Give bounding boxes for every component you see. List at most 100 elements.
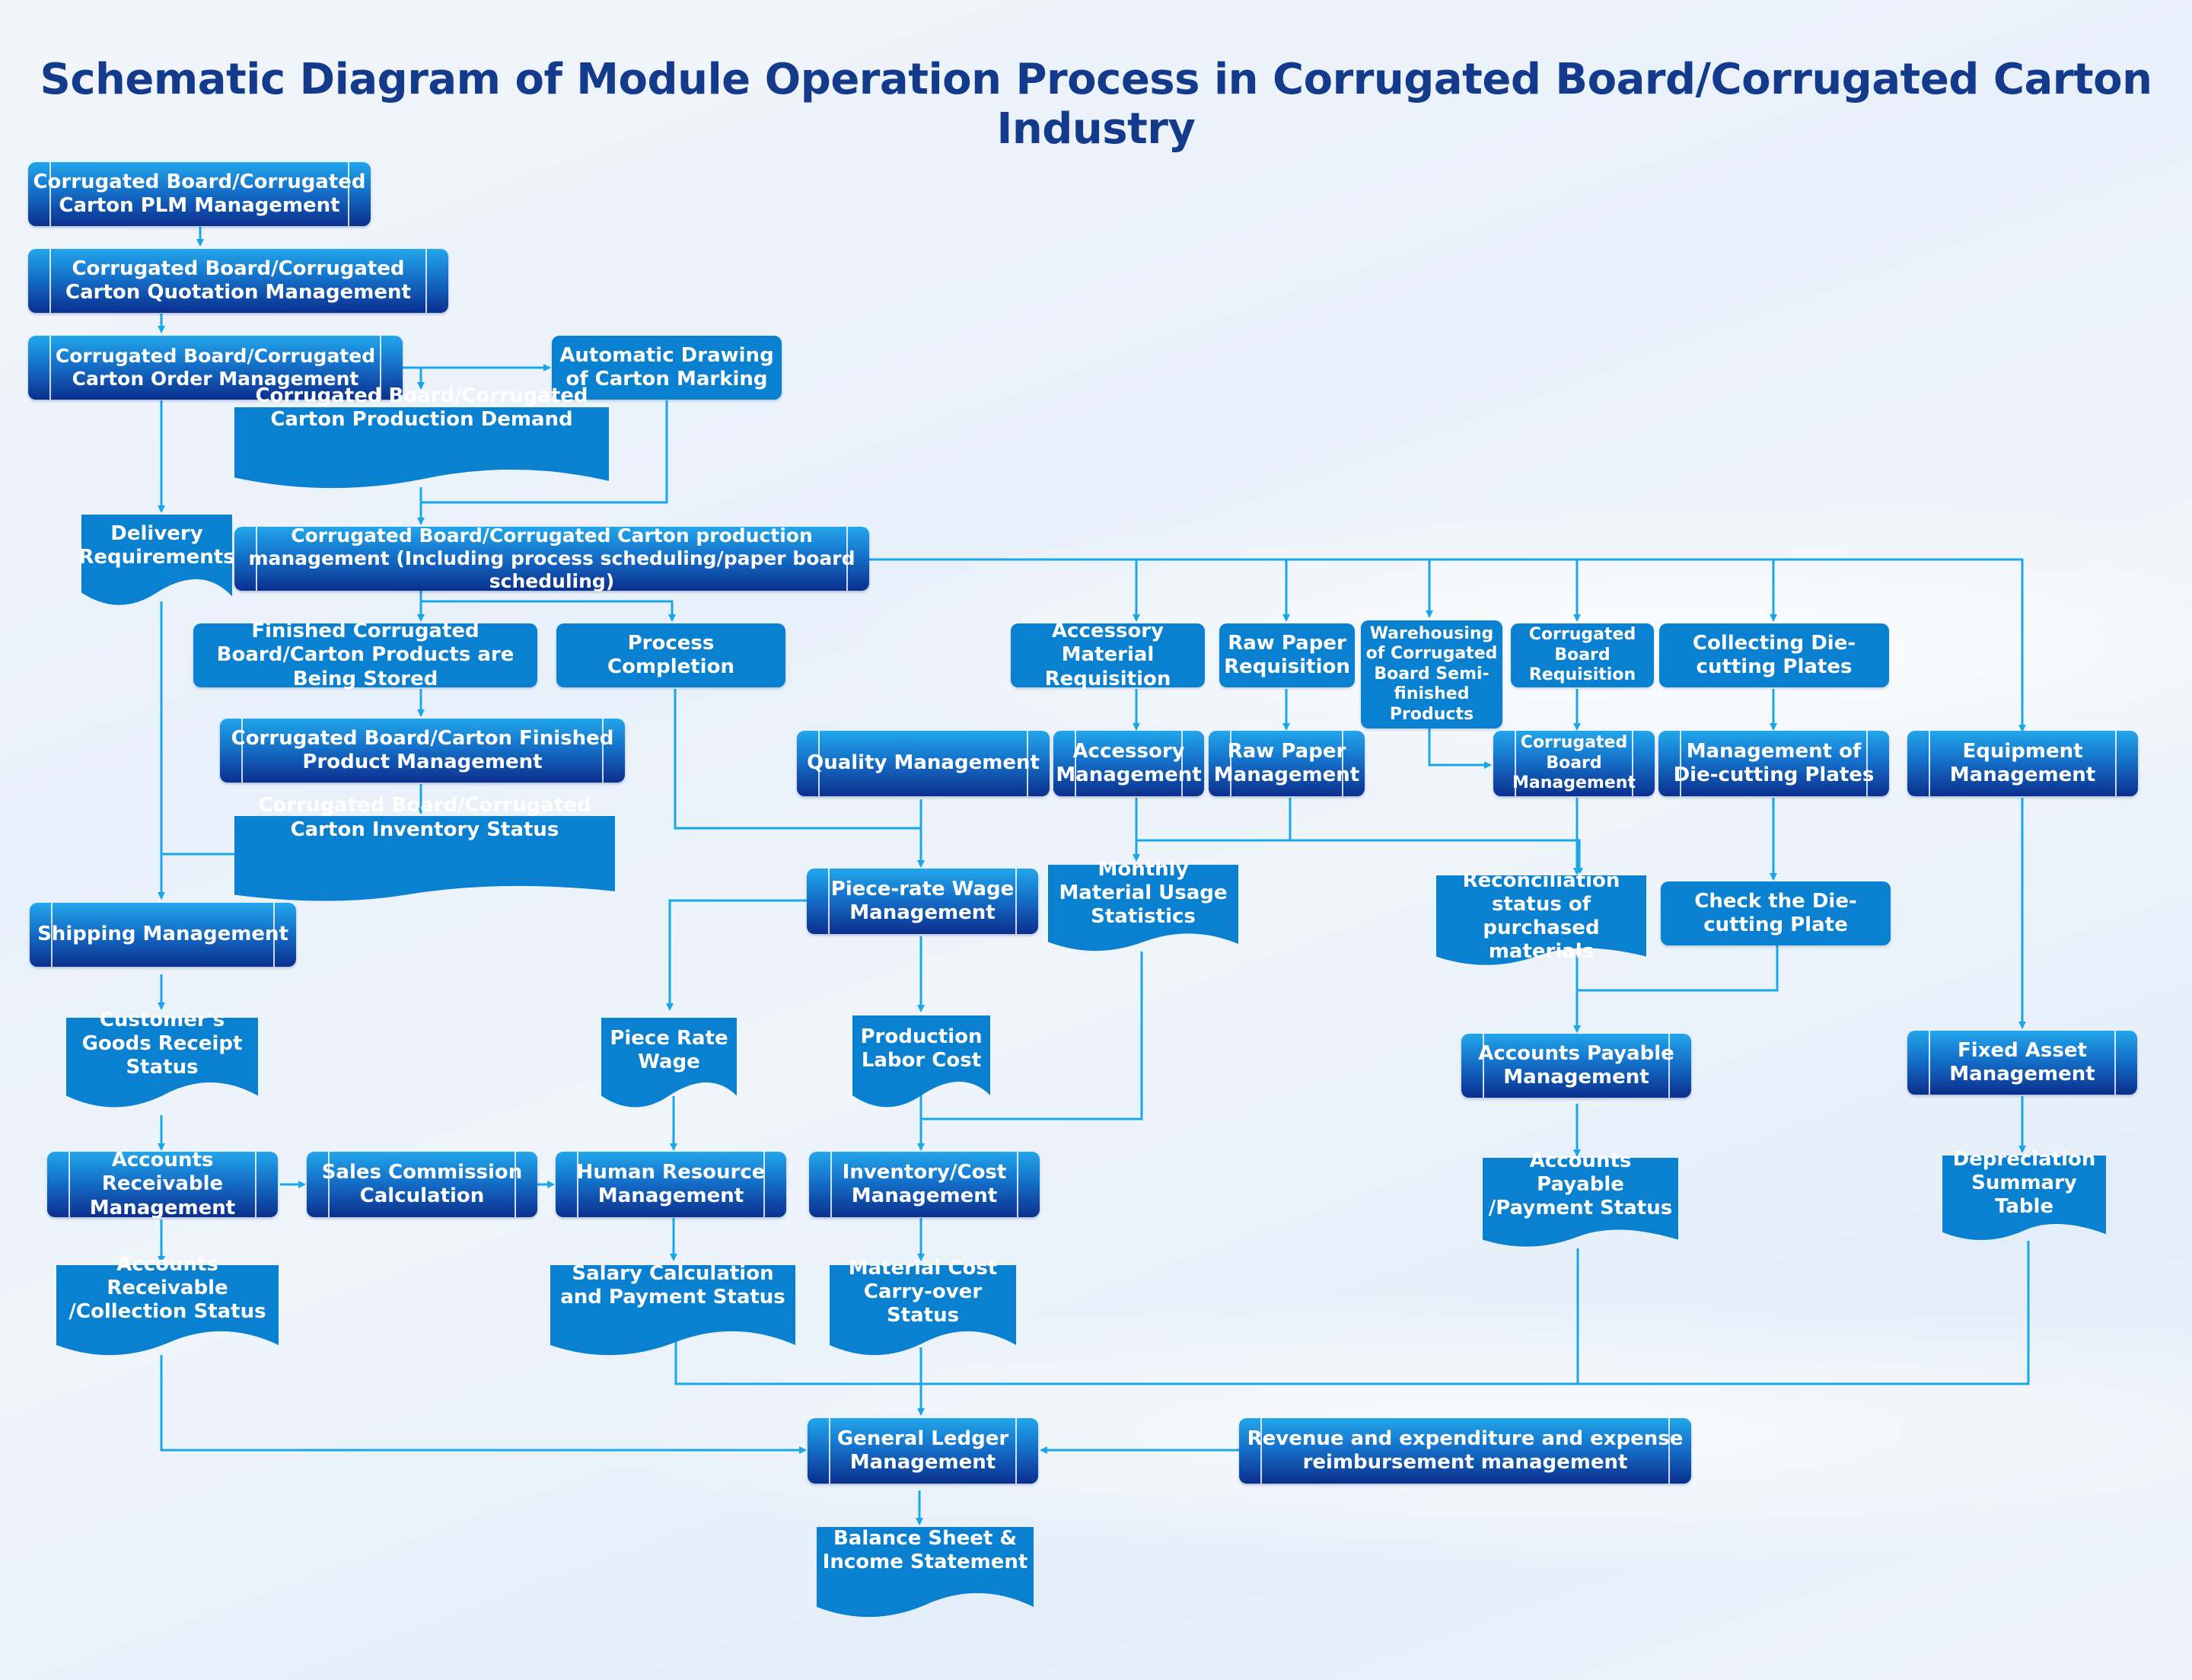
node-label: Corrugated Board/Corrugated Carton Order… [55, 345, 376, 390]
node-label: Corrugated Board Management [1512, 733, 1636, 793]
link-production-bus [869, 558, 2026, 732]
node-label: Sales Commission Calculation [321, 1160, 523, 1207]
node-label: Accounts Receivable Management [89, 1149, 236, 1219]
node-label: Reconciliation status of purchased mater… [1462, 869, 1620, 964]
document-shape [81, 515, 232, 605]
document-shape [56, 1265, 279, 1356]
node-carton-marking[interactable]: Automatic Drawing of Carton Marking [552, 336, 782, 400]
node-label: Monthly Material Usage Statistics [1059, 857, 1228, 929]
link-arstatus-ledger [160, 1355, 807, 1454]
node-delivery-requirements[interactable]: Delivery Requirements [78, 515, 235, 610]
node-label: Check the Die-cutting Plate [1694, 889, 1857, 936]
node-ap-payment-status[interactable]: Accounts Payable /Payment Status [1483, 1149, 1678, 1255]
node-equipment-management[interactable]: Equipment Management [1907, 731, 2138, 796]
node-order-management[interactable]: Corrugated Board/Corrugated Carton Order… [28, 336, 403, 400]
node-label: Inventory/Cost Management [842, 1160, 1007, 1207]
node-monthly-usage[interactable]: Monthly Material Usage Statistics [1048, 858, 1238, 964]
node-customer-receipt-status[interactable]: Customer's Goods Receipt Status [66, 1009, 258, 1113]
node-general-ledger[interactable]: General Ledger Management [808, 1418, 1038, 1484]
link-check-ap [1577, 944, 1779, 992]
node-label: Accounts Receivable /Collection Status [68, 1252, 266, 1323]
node-accessory-requisition[interactable]: Accessory Material Requisition [1011, 620, 1205, 690]
node-label: Customer's Goods Receipt Status [81, 1009, 243, 1079]
link-marking-demand [421, 400, 668, 504]
node-ar-collection-status[interactable]: Accounts Receivable /Collection Status [56, 1253, 279, 1360]
node-label: Fixed Asset Management [1949, 1038, 2095, 1085]
node-label: Accounts Payable Management [1478, 1041, 1674, 1089]
document-shape [852, 1015, 990, 1108]
diagram-title: Schematic Diagram of Module Operation Pr… [40, 55, 2152, 154]
node-raw-paper-management[interactable]: Raw Paper Management [1209, 731, 1365, 796]
node-balance-sheet[interactable]: Balance Sheet & Income Statement [817, 1527, 1034, 1622]
node-label: Collecting Die-cutting Plates [1692, 631, 1856, 678]
node-fixed-asset-management[interactable]: Fixed Asset Management [1907, 1031, 2137, 1095]
node-sales-commission[interactable]: Sales Commission Calculation [307, 1152, 537, 1217]
node-raw-paper-requisition[interactable]: Raw Paper Requisition [1219, 623, 1355, 687]
node-finished-product-management[interactable]: Corrugated Board/Carton Finished Product… [220, 719, 625, 783]
node-label: Process Completion [607, 631, 734, 678]
node-piece-rate-wage[interactable]: Piece Rate Wage [601, 1018, 737, 1113]
node-label: Raw Paper Requisition [1224, 631, 1350, 678]
node-quality-management[interactable]: Quality Management [797, 731, 1050, 796]
node-plm-management[interactable]: Corrugated Board/Corrugated Carton PLM M… [28, 162, 371, 226]
node-production-labor-cost[interactable]: Production Labor Cost [852, 1015, 990, 1113]
node-label: Accessory Material Requisition [1044, 620, 1171, 690]
node-check-die-plate[interactable]: Check the Die-cutting Plate [1661, 881, 1891, 945]
node-label: Corrugated Board/Corrugated Carton PLM M… [33, 170, 366, 217]
node-label: Delivery Requirements [78, 521, 235, 569]
node-label: Production Labor Cost [860, 1025, 983, 1073]
node-label: Management of Die-cutting Plates [1673, 739, 1875, 786]
node-accessory-management[interactable]: Accessory Management [1053, 731, 1204, 796]
node-label: Equipment Management [1949, 739, 2096, 786]
node-label: Accessory Management [1056, 739, 1202, 786]
node-collect-die-plates[interactable]: Collecting Die-cutting Plates [1659, 623, 1889, 687]
link-monthly-inventorycost [921, 952, 1143, 1121]
node-label: Raw Paper Management [1213, 739, 1360, 786]
node-quotation-management[interactable]: Corrugated Board/Corrugated Carton Quota… [28, 249, 448, 313]
node-label: Warehousing of Corrugated Board Semi-fin… [1365, 624, 1498, 724]
link-salary-bus [674, 1241, 2030, 1385]
document-shape [234, 407, 609, 489]
node-label: Shipping Management [37, 923, 288, 946]
link-production-completion [421, 600, 676, 622]
node-reconciliation-status[interactable]: Reconciliation status of purchased mater… [1436, 869, 1646, 974]
node-die-plate-management[interactable]: Management of Die-cutting Plates [1658, 731, 1889, 796]
node-production-demand[interactable]: Corrugated Board/Corrugated Carton Produ… [234, 384, 609, 491]
node-material-carryover-status[interactable]: Material Cost Carry-over Status [830, 1257, 1016, 1360]
node-board-management[interactable]: Corrugated Board Management [1493, 731, 1655, 796]
node-inventory-cost-management[interactable]: Inventory/Cost Management [809, 1152, 1040, 1217]
node-label: Balance Sheet & Income Statement [822, 1526, 1028, 1574]
node-label: Salary Calculation and Payment Status [560, 1261, 785, 1309]
link-piecerate-piecewage [666, 899, 807, 1011]
node-board-requisition[interactable]: Corrugated Board Requisition [1511, 623, 1654, 687]
node-salary-payment-status[interactable]: Salary Calculation and Payment Status [550, 1261, 795, 1360]
node-label: Piece Rate Wage [610, 1026, 728, 1073]
node-label: Depreciation Summary Table [1952, 1147, 2096, 1218]
document-shape [550, 1265, 795, 1356]
node-production-management[interactable]: Corrugated Board/Corrugated Carton produ… [234, 524, 869, 592]
node-label: Automatic Drawing of Carton Marking [559, 343, 774, 391]
document-shape [601, 1018, 737, 1108]
document-shape [1436, 875, 1646, 965]
document-shape [1942, 1156, 2106, 1241]
node-ap-management[interactable]: Accounts Payable Management [1461, 1034, 1691, 1098]
document-shape [817, 1527, 1034, 1618]
node-hr-management[interactable]: Human Resource Management [556, 1152, 786, 1217]
node-piece-rate-management[interactable]: Piece-rate Wage Management [807, 869, 1038, 934]
node-inventory-status[interactable]: Corrugated Board/Corrugated Carton Inven… [234, 794, 615, 904]
node-depreciation-table[interactable]: Depreciation Summary Table [1942, 1148, 2106, 1247]
node-ar-management[interactable]: Accounts Receivable Management [47, 1149, 278, 1219]
node-label: Quality Management [807, 751, 1040, 775]
node-semi-finished-warehousing[interactable]: Warehousing of Corrugated Board Semi-fin… [1361, 620, 1502, 728]
document-shape [1048, 865, 1238, 952]
node-label: Finished Corrugated Board/Carton Product… [216, 620, 515, 690]
node-shipping-management[interactable]: Shipping Management [30, 903, 296, 967]
node-revenue-expense-management[interactable]: Revenue and expenditure and expense reim… [1239, 1418, 1691, 1484]
link-rawmgmt-reconcile [1290, 839, 1583, 875]
node-label: Corrugated Board/Carton Finished Product… [231, 726, 614, 773]
node-label: Material Cost Carry-over Status [848, 1256, 998, 1328]
node-label: General Ledger Management [836, 1427, 1009, 1474]
document-shape [234, 816, 615, 901]
node-process-completion[interactable]: Process Completion [556, 623, 785, 687]
node-finished-stored[interactable]: Finished Corrugated Board/Carton Product… [193, 620, 537, 690]
